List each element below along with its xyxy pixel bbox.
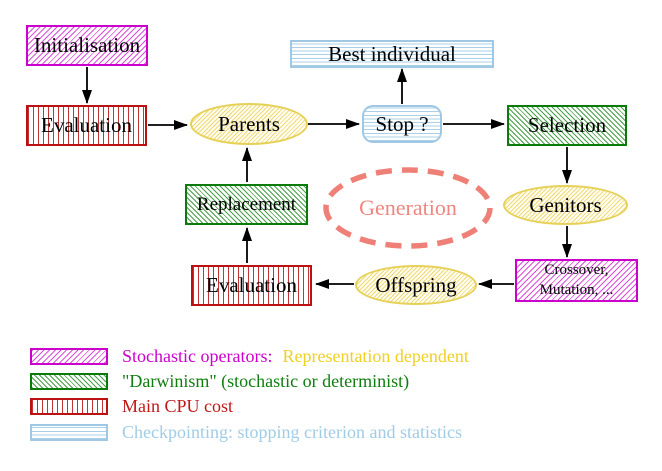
legend-label-checkpointing: Checkpointing: stopping criterion and st…: [122, 422, 462, 442]
legend-row-stochastic: Stochastic operators: Representation dep…: [30, 346, 469, 367]
node-stop: Stop ?: [362, 105, 442, 143]
legend-swatch-red-stripes: [30, 398, 108, 415]
generation-label: Generation: [359, 195, 457, 220]
node-evaluation-bottom-label: Evaluation: [206, 273, 297, 298]
node-replacement: Replacement: [185, 184, 308, 225]
legend-row-checkpointing: Checkpointing: stopping criterion and st…: [30, 422, 462, 443]
generation-dashed-ellipse: [323, 167, 493, 249]
node-parents-label: Parents: [218, 111, 280, 136]
legend-row-darwinism: "Darwinism" (stochastic or determinist): [30, 371, 409, 392]
node-best-individual: Best individual: [290, 40, 494, 68]
node-initialisation-label: Initialisation: [33, 33, 141, 58]
node-stop-label: Stop ?: [375, 111, 429, 136]
legend-swatch-cyan-stripes: [30, 424, 108, 441]
node-genitors: Genitors: [503, 185, 628, 225]
node-crossover-line2: Mutation, ...: [539, 281, 614, 298]
node-selection-label: Selection: [527, 113, 607, 138]
legend-row-cpu-cost: Main CPU cost: [30, 396, 233, 417]
node-selection: Selection: [507, 105, 627, 146]
legend-swatch-green-hatch: [30, 373, 108, 390]
legend-label-representation: Representation dependent: [282, 346, 469, 366]
legend-label-cpu-cost: Main CPU cost: [122, 396, 234, 416]
node-offspring-label: Offspring: [375, 272, 457, 297]
node-evaluation-bottom: Evaluation: [191, 265, 312, 306]
node-genitors-label: Genitors: [529, 192, 602, 217]
node-replacement-label: Replacement: [196, 193, 297, 215]
node-crossover-mutation: Crossover, Mutation, ...: [515, 259, 638, 302]
node-evaluation-top: Evaluation: [26, 105, 147, 146]
node-initialisation: Initialisation: [26, 25, 148, 66]
legend-label-darwinism: "Darwinism" (stochastic or determinist): [122, 371, 410, 391]
node-best-individual-label: Best individual: [328, 41, 456, 66]
node-evaluation-top-label: Evaluation: [41, 113, 132, 138]
node-parents: Parents: [190, 103, 308, 145]
node-offspring: Offspring: [355, 265, 477, 305]
node-crossover-line1: Crossover,: [544, 262, 609, 278]
legend-label-stochastic: Stochastic operators:: [122, 346, 273, 366]
legend-swatch-magenta-hatch: [30, 348, 108, 365]
